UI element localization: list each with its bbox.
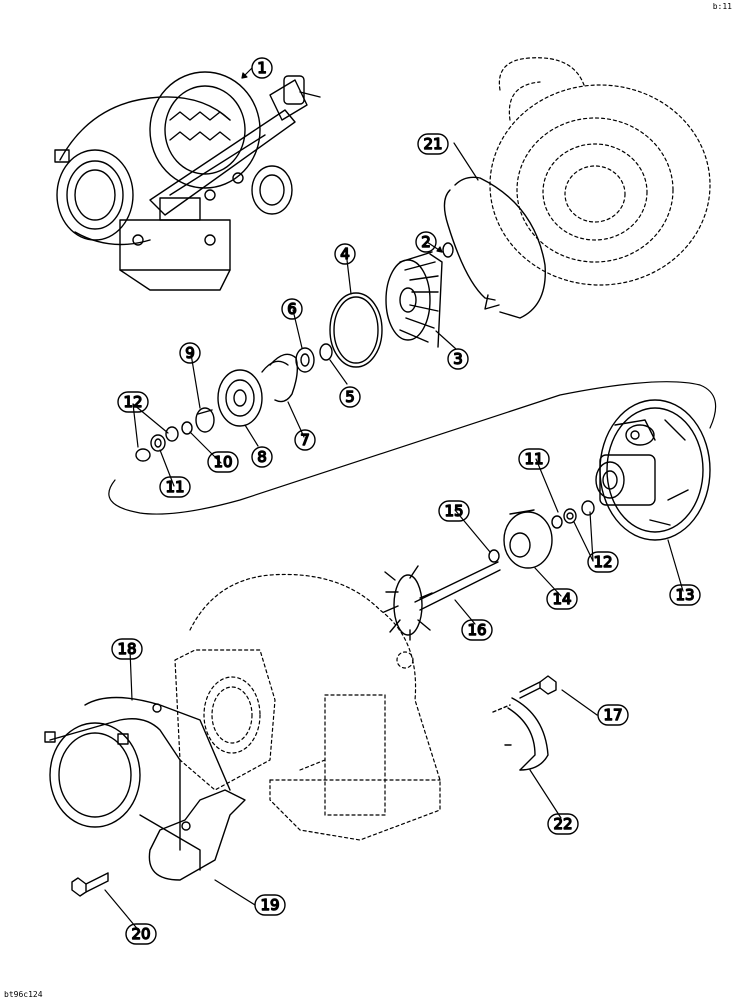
callout-11-right-label: 11 xyxy=(524,450,543,468)
bearing-rings-right xyxy=(551,500,595,529)
snap-ring xyxy=(443,176,546,319)
callout-19: 19 xyxy=(254,894,286,916)
thrust-bearing-plate xyxy=(217,369,263,427)
figure-code: bt96c124 xyxy=(4,990,43,999)
callout-1: 1 xyxy=(251,57,273,79)
bearing-rings-left xyxy=(135,407,215,462)
turbine-housing-reference xyxy=(174,573,441,841)
callout-8-label: 8 xyxy=(257,448,267,466)
callout-16: 16 xyxy=(461,619,493,641)
callout-12-left-label: 12 xyxy=(123,393,142,411)
callout-9: 9 xyxy=(179,342,201,364)
callout-17: 17 xyxy=(597,704,629,726)
retaining-ring xyxy=(261,353,299,403)
callout-22: 22 xyxy=(547,813,579,835)
callout-21-label: 21 xyxy=(423,135,442,153)
callout-2-label: 2 xyxy=(421,233,431,251)
callout-13-label: 13 xyxy=(675,586,694,604)
center-housing xyxy=(595,399,711,541)
callout-13: 13 xyxy=(669,584,701,606)
callout-15: 15 xyxy=(438,500,470,522)
compressor-housing-reference xyxy=(489,57,711,286)
callout-15-label: 15 xyxy=(444,502,463,520)
callout-20: 20 xyxy=(125,923,157,945)
callout-8: 8 xyxy=(251,446,273,468)
callout-7-label: 7 xyxy=(300,431,310,449)
callout-10-label: 10 xyxy=(213,453,232,471)
callout-18: 18 xyxy=(111,638,143,660)
callout-18-label: 18 xyxy=(117,640,136,658)
cap-screw-20 xyxy=(71,872,109,897)
callout-17-label: 17 xyxy=(603,706,622,724)
callout-3-label: 3 xyxy=(453,350,463,368)
callout-6: 6 xyxy=(281,298,303,320)
callout-4: 4 xyxy=(334,243,356,265)
callout-4-label: 4 xyxy=(340,245,350,263)
outlet-gasket xyxy=(148,789,246,881)
clamp-segment xyxy=(492,675,557,771)
compressor-wheel xyxy=(385,242,454,348)
callout-6-label: 6 xyxy=(287,300,297,318)
thrust-collar xyxy=(295,343,333,373)
turbine-seal xyxy=(488,509,553,569)
callouts: 1 2 3 4 5 6 7 8 9 10 11 11 12 12 13 14 1… xyxy=(111,57,701,945)
turbine-wheel-shaft xyxy=(383,561,501,641)
callout-10: 10 xyxy=(207,451,239,473)
callout-12-right: 12 xyxy=(587,551,619,573)
callout-11-right: 11 xyxy=(518,448,550,470)
callout-20-label: 20 xyxy=(131,925,150,943)
o-ring xyxy=(329,292,383,368)
callout-14-label: 14 xyxy=(552,590,571,608)
callout-19-label: 19 xyxy=(260,896,279,914)
callout-21: 21 xyxy=(417,133,449,155)
corner-mark: b:11 xyxy=(712,2,732,11)
callout-5-label: 5 xyxy=(345,388,355,406)
callout-11-left: 11 xyxy=(159,476,191,498)
callout-14: 14 xyxy=(546,588,578,610)
callout-16-label: 16 xyxy=(467,621,486,639)
callout-12-right-label: 12 xyxy=(593,553,612,571)
center-group-outline xyxy=(108,381,717,515)
callout-5: 5 xyxy=(339,386,361,408)
callout-2: 2 xyxy=(415,231,437,253)
callout-9-label: 9 xyxy=(185,344,195,362)
callout-22-label: 22 xyxy=(553,815,572,833)
callout-3: 3 xyxy=(447,348,469,370)
callout-7: 7 xyxy=(294,429,316,451)
leader-lines xyxy=(104,67,684,933)
turbocharger-assembly xyxy=(54,71,321,291)
callout-12-left: 12 xyxy=(117,391,149,413)
turbine-outlet-elbow xyxy=(44,696,231,871)
callout-1-label: 1 xyxy=(257,59,267,77)
callout-11-left-label: 11 xyxy=(165,478,184,496)
